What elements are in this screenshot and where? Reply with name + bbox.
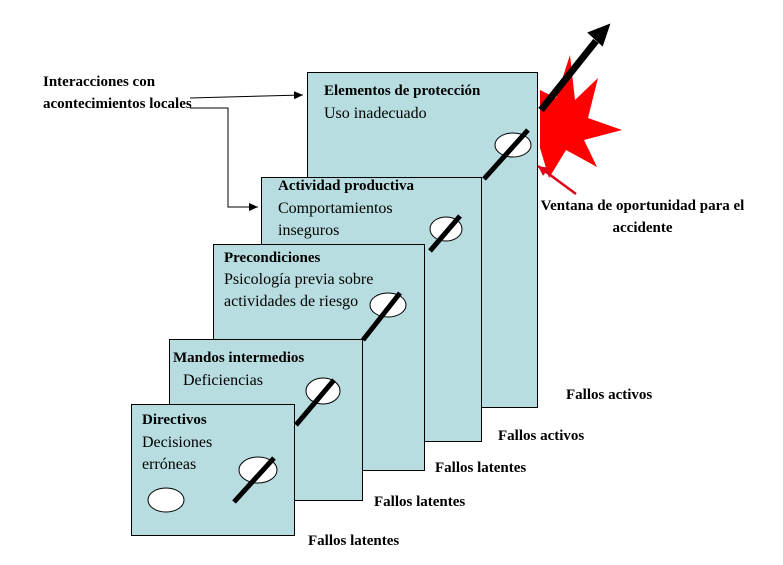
accident-arrow bbox=[538, 38, 599, 113]
layer-title: Directivos bbox=[142, 412, 207, 428]
layer-description: Comportamientos inseguros bbox=[278, 200, 393, 239]
trajectory-segment bbox=[232, 456, 276, 504]
trajectory-segment bbox=[482, 128, 530, 181]
layer-description: Decisiones erróneas bbox=[142, 434, 213, 473]
failure-label: Fallos activos bbox=[566, 387, 653, 403]
layer-title: Actividad productiva bbox=[278, 178, 414, 194]
trajectory-segment bbox=[294, 378, 336, 427]
interaction-arrow-bottom bbox=[190, 107, 258, 211]
layer-title: Mandos intermedios bbox=[173, 350, 305, 366]
layer-description: Deficiencias bbox=[183, 372, 263, 389]
failure-label: Fallos latentes bbox=[308, 533, 400, 549]
layer-title: Elementos de protección bbox=[324, 83, 481, 99]
failure-label: Fallos latentes bbox=[374, 494, 466, 510]
failure-label: Fallos activos bbox=[498, 428, 585, 444]
accident-arrowhead bbox=[587, 23, 611, 47]
trajectory-segment bbox=[428, 214, 462, 253]
layer-description: Uso inadecuado bbox=[324, 105, 427, 122]
window-label: Ventana de oportunidad para el accidente bbox=[540, 198, 745, 236]
trajectory-segment bbox=[361, 291, 402, 342]
layer-title: Precondiciones bbox=[224, 250, 321, 266]
hole-ellipse bbox=[147, 487, 185, 513]
interactions-label: Interacciones con acontecimientos locale… bbox=[43, 74, 192, 112]
accident-burst bbox=[540, 55, 622, 178]
window-arrow bbox=[537, 164, 577, 196]
failure-label: Fallos latentes bbox=[435, 460, 527, 476]
interaction-arrow-top bbox=[189, 91, 304, 100]
layer-description: Psicología previa sobre actividades de r… bbox=[224, 271, 374, 310]
